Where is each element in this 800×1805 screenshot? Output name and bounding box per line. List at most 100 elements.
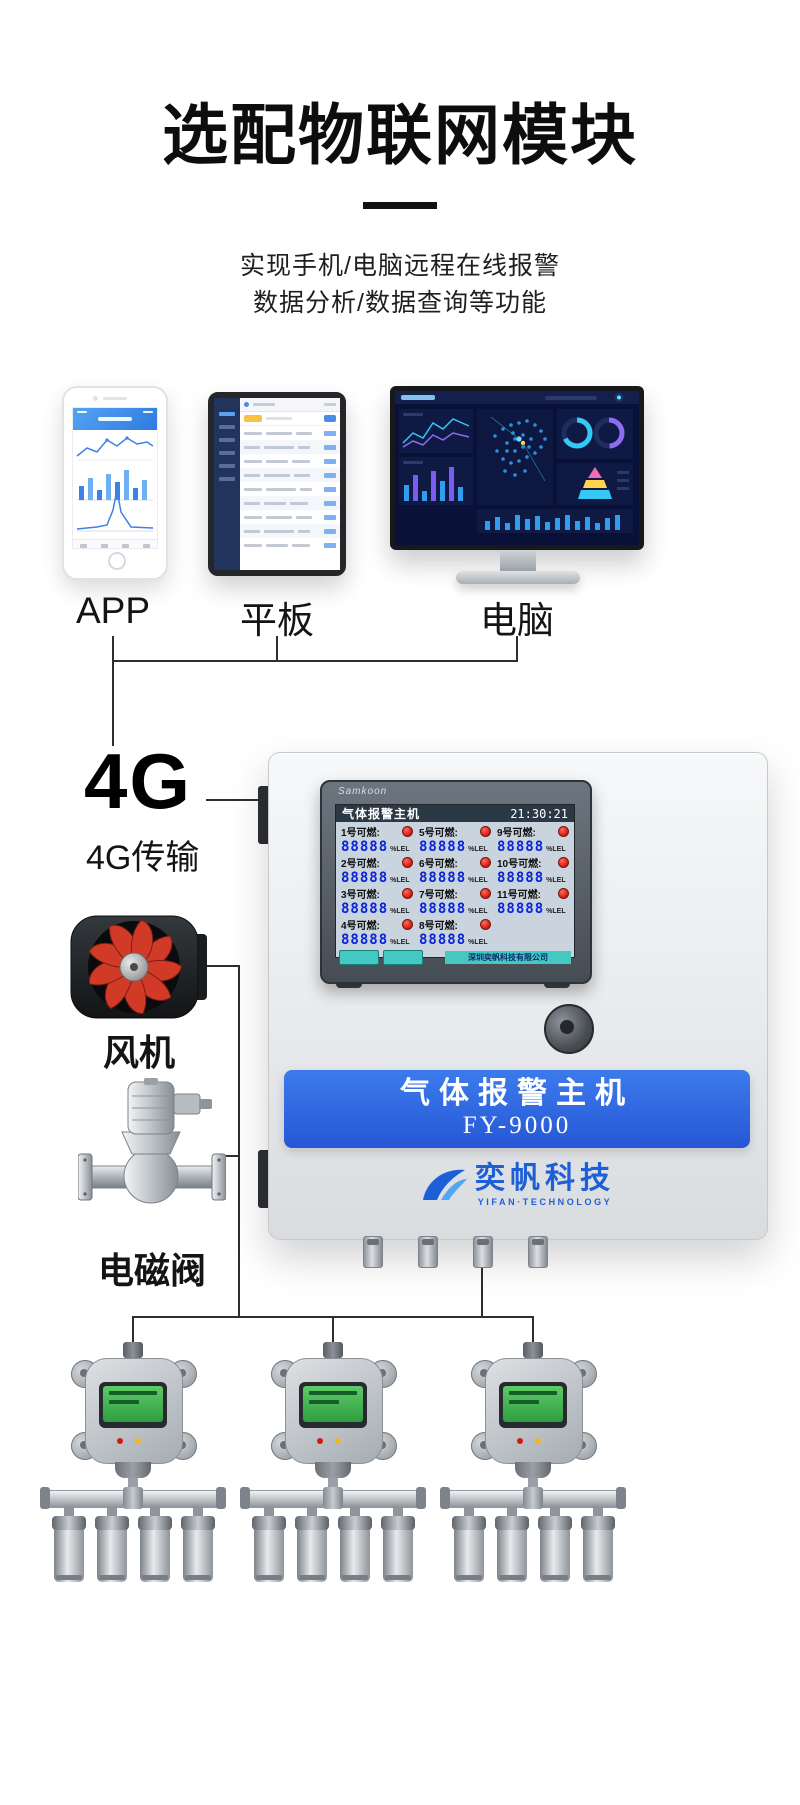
sampling-cylinder [252, 1516, 286, 1582]
label-tablet: 平板 [240, 600, 314, 641]
connector-line [196, 965, 240, 967]
panel-model: FY-9000 [462, 1112, 572, 1140]
connector-line [206, 799, 262, 801]
subtitle-line-2: 数据分析/数据查询等功能 [253, 289, 547, 317]
phone-home-button [108, 552, 126, 570]
manifold-stub [128, 1478, 138, 1490]
table-row [240, 454, 340, 468]
tablet-sidebar [214, 398, 240, 570]
nav-icon [143, 543, 150, 548]
label-4g: 4G [84, 737, 193, 825]
manifold-stub [328, 1478, 338, 1490]
manifold-stub [507, 1506, 517, 1516]
sampling-cylinder [495, 1516, 529, 1582]
tablet-image [208, 392, 346, 576]
sampling-cylinder [181, 1516, 215, 1582]
connector-line [112, 660, 114, 746]
phone-screen [72, 407, 158, 549]
manifold-stub [350, 1506, 360, 1516]
gas-detector-assembly [40, 1342, 226, 1584]
alarm-led-icon [402, 919, 413, 930]
sidebar-item [219, 477, 235, 481]
phone-tab-bar [73, 539, 157, 548]
detector-lcd [303, 1386, 363, 1422]
manifold-cap [216, 1487, 226, 1509]
phone-camera [93, 396, 98, 401]
channel-cell: 6号可燃:88888%LEL [417, 855, 493, 886]
detector-led-amber [335, 1438, 341, 1444]
channel-cell: 10号可燃:88888%LEL [495, 855, 571, 886]
channel-cell: 5号可燃:88888%LEL [417, 824, 493, 855]
sampling-cylinder [138, 1516, 172, 1582]
desktop-monitor-image [390, 386, 644, 550]
channel-cell: 8号可燃:88888%LEL [417, 917, 493, 948]
nav-icon [101, 543, 108, 548]
connector-line [132, 1316, 134, 1343]
exhaust-fan-image [70, 914, 208, 1020]
decor-dot [244, 402, 249, 407]
hmi-button [339, 950, 379, 965]
detector-lcd [503, 1386, 563, 1422]
channel-cell: 4号可燃:88888%LEL [339, 917, 415, 948]
phone-speaker [103, 397, 127, 400]
tablet-screen [214, 398, 340, 570]
sampling-cylinder [452, 1516, 486, 1582]
brand-swoosh-icon [423, 1169, 467, 1200]
manifold-stub [107, 1506, 117, 1516]
decor-bar [77, 411, 87, 413]
alarm-led-icon [402, 888, 413, 899]
sampling-cylinder [381, 1516, 415, 1582]
manifold-stub [464, 1506, 474, 1516]
decor-bar [266, 417, 292, 420]
manifold-stub [193, 1506, 203, 1516]
hmi-company-text: 深圳奕帆科技有限公司 [445, 951, 571, 964]
detector-cable-gland [323, 1342, 343, 1358]
alarm-led-icon [402, 826, 413, 837]
table-row [240, 440, 340, 454]
sampling-cylinder [338, 1516, 372, 1582]
detector-led-amber [535, 1438, 541, 1444]
table-row [240, 426, 340, 440]
channel-cell: 11号可燃:88888%LEL [495, 886, 571, 917]
manifold-stub [593, 1506, 603, 1516]
hmi-brand: Samkoon [338, 786, 388, 797]
manifold-stub [64, 1506, 74, 1516]
detector-cable-gland [523, 1342, 543, 1358]
alarm-led-icon [480, 826, 491, 837]
table-row [240, 482, 340, 496]
connector-line [532, 1316, 534, 1343]
detector-sensor-head [115, 1462, 151, 1478]
hmi-button [383, 950, 423, 965]
manifold-stub [307, 1506, 317, 1516]
detector-led-red [517, 1438, 523, 1444]
toolbar-button [244, 415, 262, 422]
manifold-boss [523, 1487, 543, 1509]
manifold-cap [416, 1487, 426, 1509]
cable-gland [418, 1236, 438, 1268]
buzzer-center [560, 1020, 574, 1034]
phone-analytics-charts [73, 430, 157, 534]
brand-logo: 奕帆科技 YIFAN·TECHNOLOGY [268, 1162, 766, 1207]
channel-cell: 2号可燃:88888%LEL [339, 855, 415, 886]
channel-cell: 3号可燃:88888%LEL [339, 886, 415, 917]
smartphone-image [62, 386, 168, 580]
manifold-cap [240, 1487, 250, 1509]
subtitle-line-1: 实现手机/电脑远程在线报警 [240, 252, 560, 280]
table-row [240, 538, 340, 552]
detector-sensor-head [515, 1462, 551, 1478]
tablet-table [240, 426, 340, 552]
monitor-stand-neck [500, 550, 536, 572]
hmi-header: 气体报警主机 21:30:21 [336, 805, 574, 822]
alarm-led-icon [558, 826, 569, 837]
mounting-tab [258, 786, 271, 844]
channel-cell: 7号可燃:88888%LEL [417, 886, 493, 917]
gas-detector-assembly [440, 1342, 626, 1584]
sampling-cylinder [52, 1516, 86, 1582]
connector-line [332, 1316, 334, 1343]
gas-detector-assembly [240, 1342, 426, 1584]
cable-gland [363, 1236, 383, 1268]
sampling-cylinder [95, 1516, 129, 1582]
detector-lcd [103, 1386, 163, 1422]
